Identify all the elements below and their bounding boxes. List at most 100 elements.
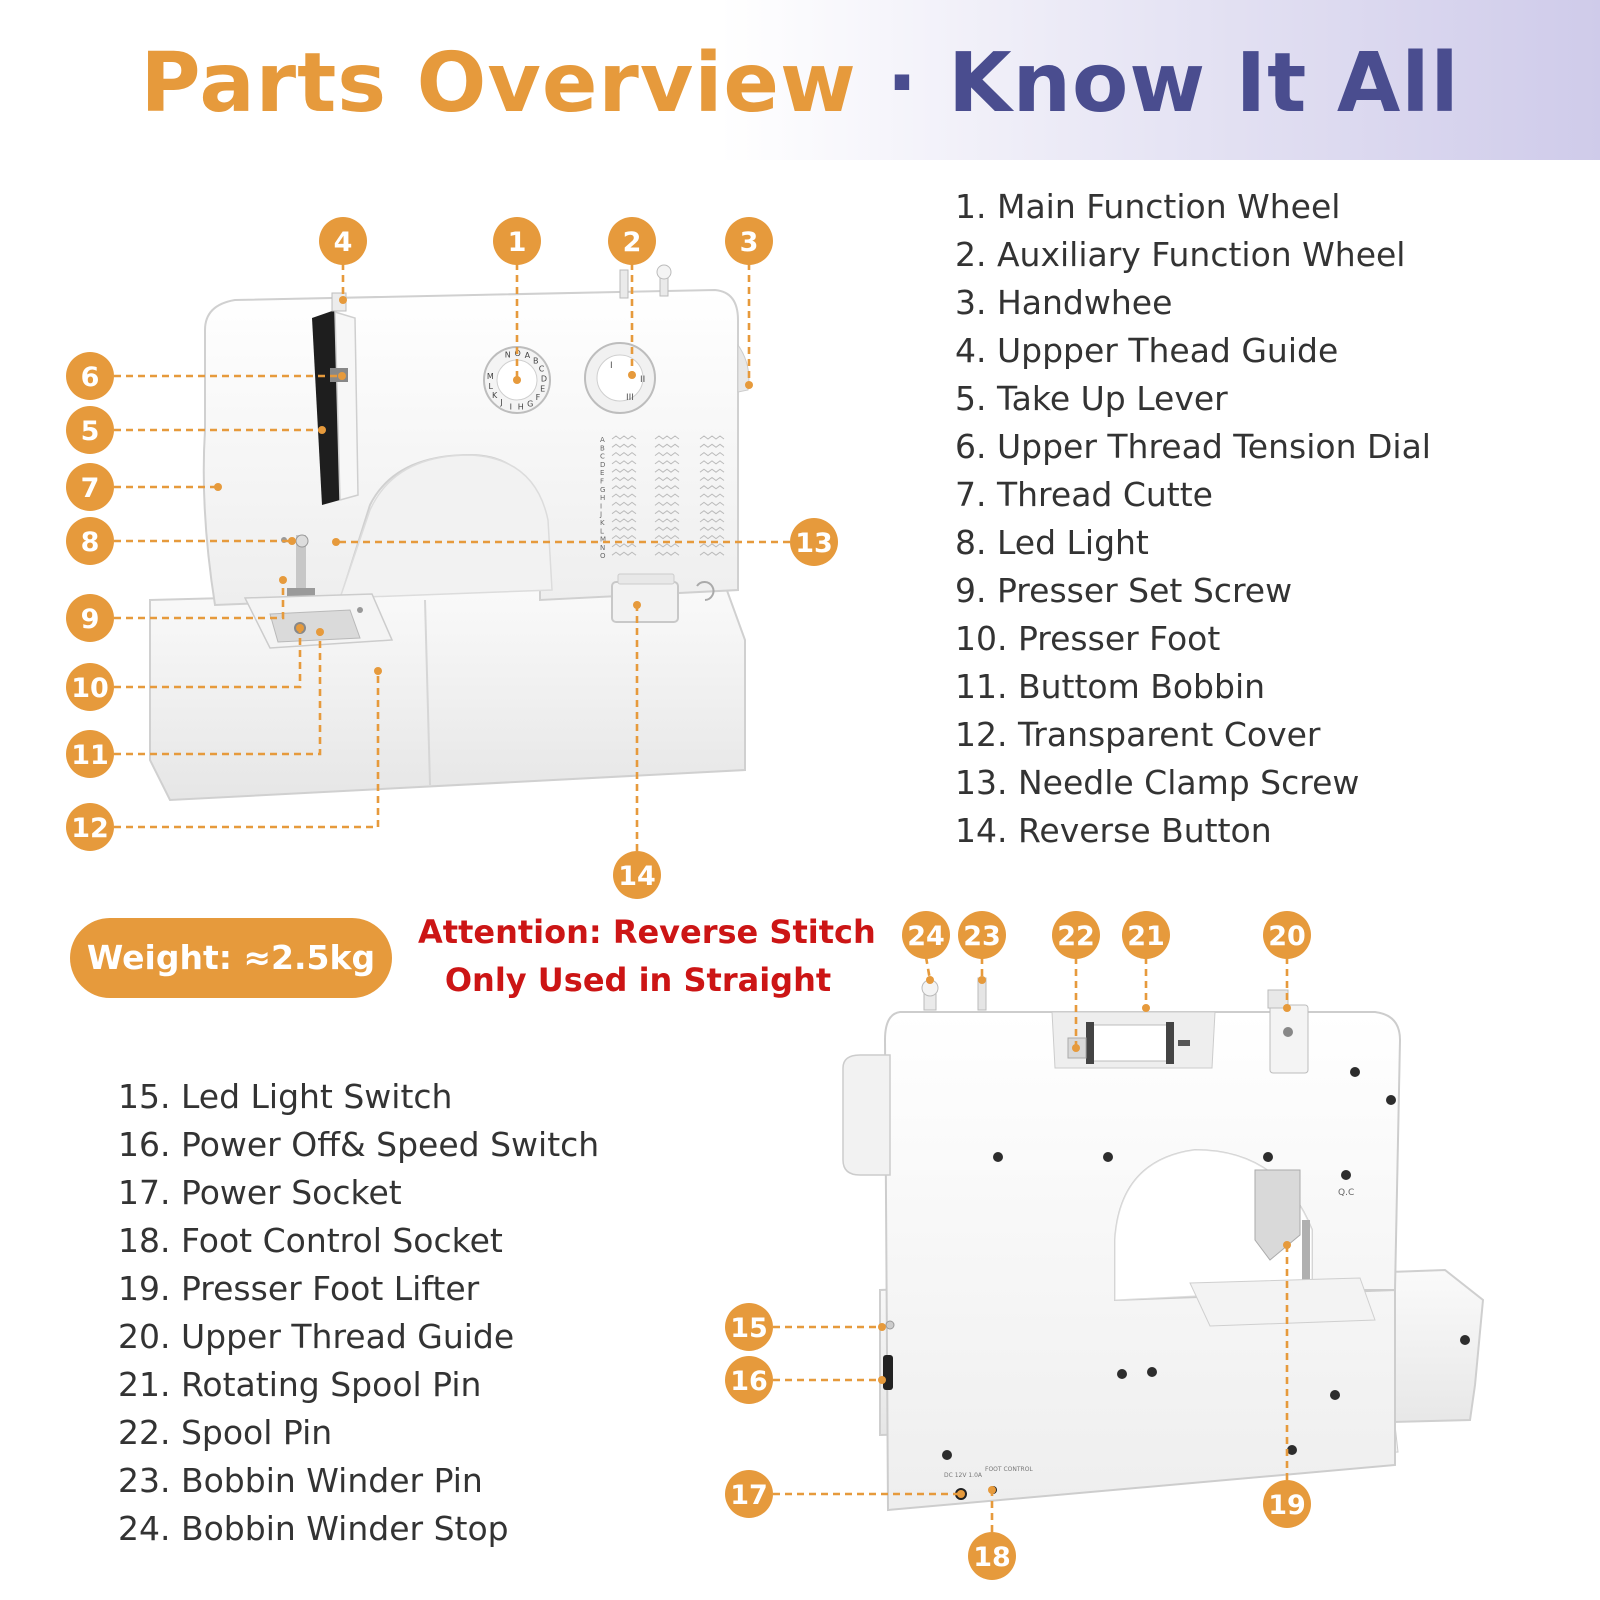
badge-number: 11 xyxy=(71,740,109,771)
leader-dot-7 xyxy=(214,483,222,491)
dial-letter: J xyxy=(499,398,502,407)
badge-number: 6 xyxy=(81,362,100,393)
foot-socket-label: FOOT CONTROL xyxy=(985,1466,1033,1473)
stitch-letter: N xyxy=(600,544,605,552)
callout-badge-21: 21 xyxy=(1122,911,1170,959)
qc-label: Q.C xyxy=(1338,1188,1354,1198)
leader-dot-24 xyxy=(926,976,934,984)
leader-dot-10 xyxy=(296,624,304,632)
badge-circle xyxy=(66,663,114,711)
leader-dot-1 xyxy=(513,376,521,384)
stitch-letter: F xyxy=(600,478,604,486)
leader-dot-3 xyxy=(745,381,753,389)
stitch-letter: D xyxy=(600,461,605,469)
stitch-pattern xyxy=(654,468,680,473)
callout-badge-19: 19 xyxy=(1263,1480,1311,1528)
stitch-pattern xyxy=(611,443,637,448)
leader-dot-4 xyxy=(339,296,347,304)
stitch-pattern xyxy=(699,460,725,465)
callout-badge-8: 8 xyxy=(66,517,114,565)
stitch-pattern xyxy=(654,451,680,457)
callout-badge-2: 2 xyxy=(608,217,656,265)
stitch-letter: M xyxy=(600,536,606,544)
callout-leader-dots xyxy=(214,296,1291,1498)
callout-badge-12: 12 xyxy=(66,803,114,851)
stitch-pattern xyxy=(699,493,725,498)
part-list-item: 3. Handwhee xyxy=(955,283,1173,322)
part-list-item: 7. Thread Cutte xyxy=(955,475,1213,514)
leader-dot-17 xyxy=(957,1490,965,1498)
badge-circle xyxy=(725,1356,773,1404)
stitch-pattern xyxy=(654,485,680,490)
badge-number: 18 xyxy=(973,1542,1011,1573)
title-separator: · xyxy=(856,36,949,131)
badge-circle xyxy=(968,1532,1016,1580)
dial-letter: G xyxy=(527,400,533,409)
stitch-pattern xyxy=(699,534,725,540)
stitch-pattern xyxy=(654,493,680,498)
stitch-pattern xyxy=(699,468,725,473)
dial-letter: N xyxy=(505,351,511,360)
leader-dot-11 xyxy=(316,628,324,636)
badge-circle xyxy=(725,1470,773,1518)
part-list-item: 4. Uppper Thead Guide xyxy=(955,331,1339,370)
callout-badge-1: 1 xyxy=(493,217,541,265)
power-socket-label: DC 12V 1.0A xyxy=(944,1472,983,1479)
stitch-pattern xyxy=(611,493,637,498)
badge-number: 7 xyxy=(81,473,100,504)
callout-badge-14: 14 xyxy=(613,851,661,899)
badge-number: 9 xyxy=(81,604,100,635)
dial-letter: K xyxy=(492,391,498,400)
badge-circle xyxy=(725,1303,773,1351)
part-list-item: 24. Bobbin Winder Stop xyxy=(118,1509,509,1548)
badge-circle xyxy=(66,352,114,400)
part-list-item: 2. Auxiliary Function Wheel xyxy=(955,235,1406,274)
back-machine: Q.C DC 12V 1.0A FOOT CONTROL xyxy=(842,977,1485,1512)
badge-number: 8 xyxy=(81,527,100,558)
attention-line-1: Attention: Reverse Stitch xyxy=(418,913,876,951)
leader-line-12 xyxy=(114,671,380,829)
callout-badge-20: 20 xyxy=(1263,911,1311,959)
part-list-item: 16. Power Off& Speed Switch xyxy=(118,1125,600,1164)
part-list-item: 20. Upper Thread Guide xyxy=(118,1317,515,1356)
leader-dot-6 xyxy=(338,372,346,380)
callout-badge-18: 18 xyxy=(968,1532,1016,1580)
part-list-item: 23. Bobbin Winder Pin xyxy=(118,1461,483,1500)
stitch-letter: K xyxy=(600,519,605,527)
stitch-pattern xyxy=(611,510,637,515)
callout-badge-24: 24 xyxy=(902,911,950,959)
badge-number: 12 xyxy=(71,813,109,844)
callout-badge-6: 6 xyxy=(66,352,114,400)
stitch-pattern xyxy=(611,526,637,531)
callout-badge-22: 22 xyxy=(1052,911,1100,959)
stitch-letter: A xyxy=(600,436,605,444)
stitch-pattern xyxy=(654,501,680,507)
badge-circle xyxy=(1263,1480,1311,1528)
stitch-letter: G xyxy=(600,486,605,494)
stitch-pattern xyxy=(699,551,725,556)
badge-circle xyxy=(1122,911,1170,959)
part-list-item: 13. Needle Clamp Screw xyxy=(955,763,1360,802)
stitch-letter: I xyxy=(600,502,602,510)
weight-badge: Weight: ≈2.5kg xyxy=(70,918,392,998)
stitch-pattern xyxy=(611,501,637,507)
leader-dot-16 xyxy=(878,1376,886,1384)
header-banner xyxy=(0,0,1600,160)
stitch-pattern xyxy=(699,443,725,448)
dial-letter: I xyxy=(510,402,512,411)
stitch-pattern xyxy=(611,468,637,473)
stitch-pattern xyxy=(611,435,637,440)
callout-badge-5: 5 xyxy=(66,406,114,454)
badge-number: 2 xyxy=(623,227,642,258)
part-list-item: 22. Spool Pin xyxy=(118,1413,333,1452)
part-list-item: 19. Presser Foot Lifter xyxy=(118,1269,480,1308)
callout-badge-9: 9 xyxy=(66,594,114,642)
badge-number: 3 xyxy=(740,227,759,258)
badge-number: 20 xyxy=(1268,921,1306,952)
leader-dot-9 xyxy=(279,576,287,584)
dial-letter: L xyxy=(488,382,493,391)
badge-number: 21 xyxy=(1127,921,1165,952)
badge-circle xyxy=(66,730,114,778)
